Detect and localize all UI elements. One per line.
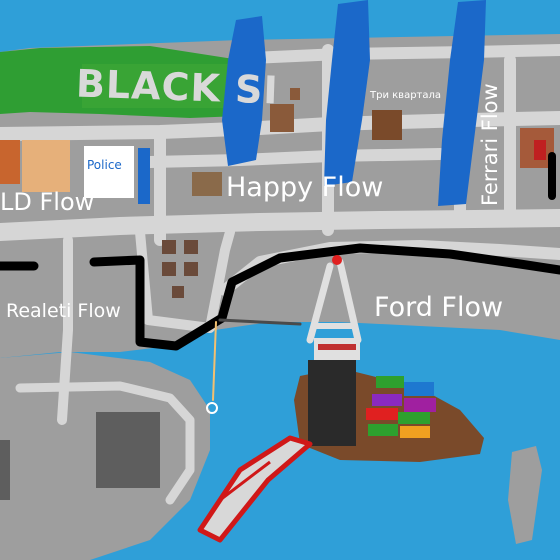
building bbox=[0, 140, 20, 184]
road-mid-horizontal bbox=[144, 148, 446, 168]
building bbox=[184, 262, 198, 276]
road-main-horizontal bbox=[0, 209, 560, 241]
police-label: Police bbox=[87, 158, 122, 172]
tri-kvartala-label: Три квартала bbox=[370, 90, 442, 101]
ship bbox=[197, 435, 313, 543]
road-top-horizontal bbox=[244, 44, 560, 64]
buildings bbox=[0, 88, 554, 500]
realeti-flow-label: Realeti Flow bbox=[6, 300, 121, 322]
river-right bbox=[438, 0, 486, 206]
building bbox=[22, 140, 70, 192]
building bbox=[162, 240, 176, 254]
warehouse bbox=[0, 440, 10, 500]
grass-park bbox=[0, 46, 260, 118]
building bbox=[162, 262, 176, 276]
crane bbox=[306, 255, 362, 446]
crane-arm bbox=[206, 318, 302, 414]
building bbox=[172, 286, 184, 298]
black-sign-text: BLACK SI bbox=[75, 61, 280, 113]
ford-flow-label: Ford Flow bbox=[374, 292, 504, 323]
building bbox=[372, 110, 402, 140]
building bbox=[534, 140, 546, 160]
ld-flow-label: LD Flow bbox=[0, 188, 95, 216]
building bbox=[184, 240, 198, 254]
building bbox=[290, 88, 300, 100]
road-upper-horizontal bbox=[0, 111, 560, 141]
railway bbox=[0, 243, 560, 351]
building bbox=[270, 104, 294, 132]
rivers bbox=[222, 0, 486, 206]
grass-patch bbox=[82, 64, 232, 108]
building bbox=[192, 172, 222, 196]
happy-flow-label: Happy Flow bbox=[226, 172, 384, 203]
river-left bbox=[222, 16, 266, 166]
warehouse bbox=[96, 412, 160, 488]
road-peninsula-loop bbox=[15, 381, 195, 505]
river-center bbox=[324, 0, 370, 186]
police-station-sign: Police bbox=[84, 146, 134, 198]
containers bbox=[366, 376, 436, 438]
small-island bbox=[508, 446, 542, 544]
ferrari-flow-label: Ferrari Flow bbox=[478, 83, 502, 206]
police-flag-stripe bbox=[138, 148, 150, 204]
